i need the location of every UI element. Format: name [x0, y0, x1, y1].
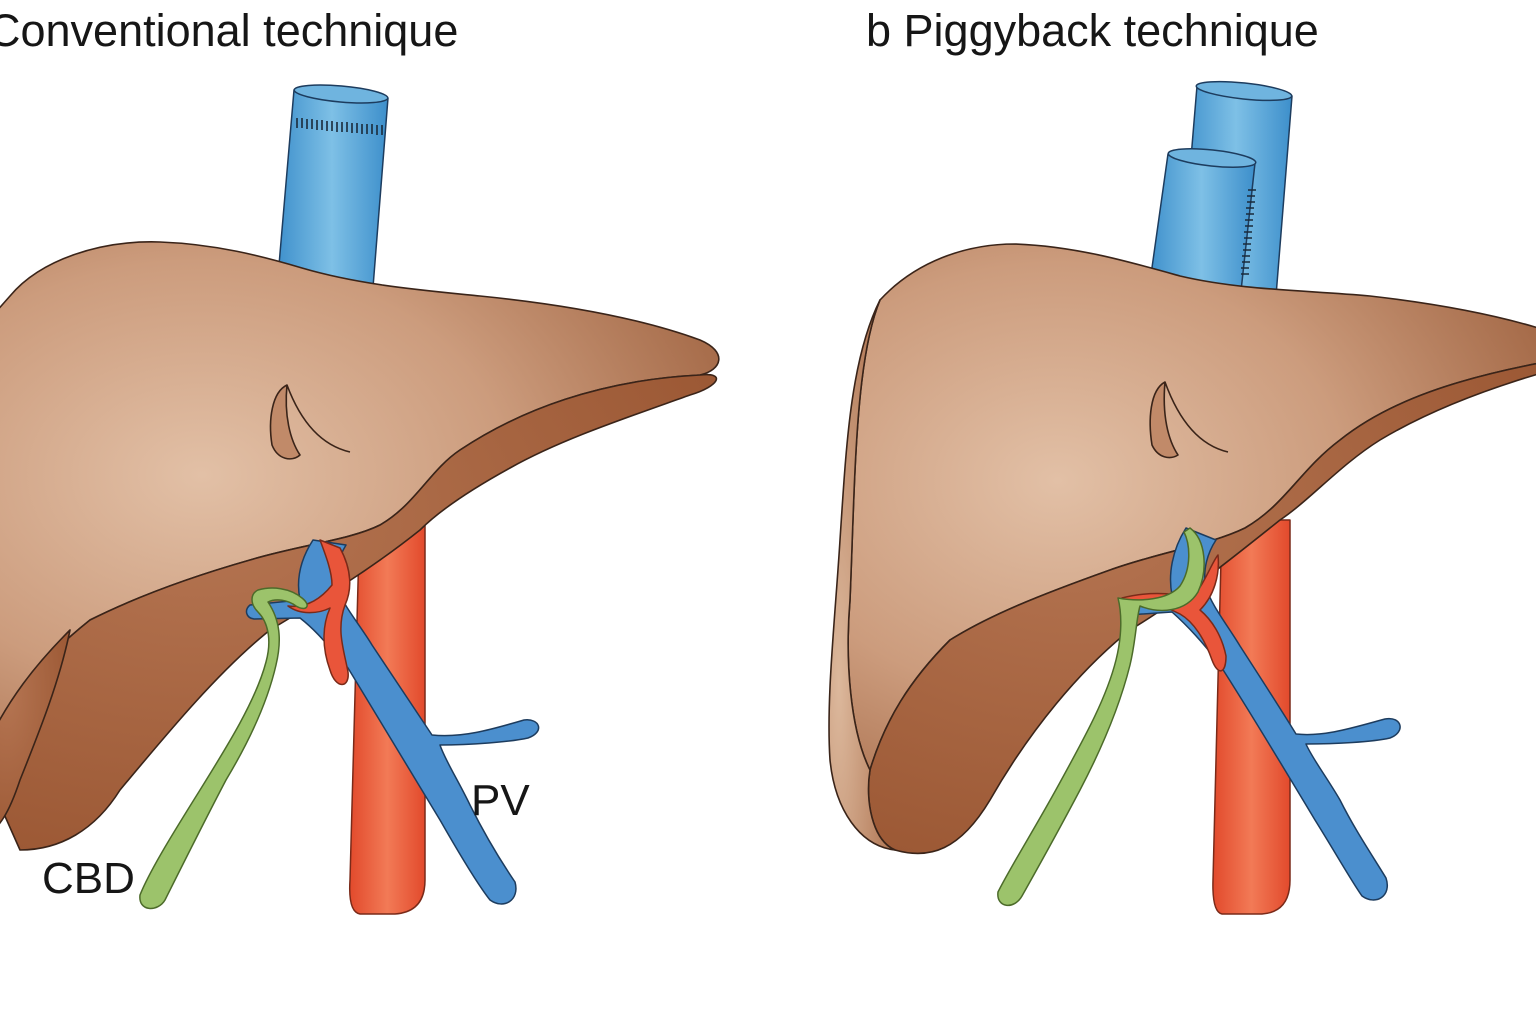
label-cbd: CBD: [42, 854, 135, 903]
donor-vena-cava: [1147, 148, 1257, 301]
portal-vein: [245, 539, 540, 905]
falciform-notch: [269, 384, 301, 460]
inferior-vena-cava: [275, 84, 389, 301]
panel-a: Conventional technique CBD PV: [0, 5, 720, 915]
panel-b-title: b Piggyback technique: [866, 5, 1319, 56]
panel-b: b Piggyback technique: [828, 5, 1536, 915]
liver: [828, 243, 1536, 855]
piggyback-anastomosis-suture: [1241, 189, 1256, 275]
label-pv: PV: [471, 776, 530, 825]
panel-a-title: Conventional technique: [0, 5, 458, 56]
hepatic-artery: [287, 539, 351, 686]
falciform-notch: [1149, 381, 1179, 459]
liver: [0, 241, 720, 851]
common-bile-duct: [139, 587, 308, 910]
caval-anastomosis-suture: [296, 118, 383, 135]
common-bile-duct: [997, 527, 1205, 906]
aorta: [1212, 519, 1291, 915]
